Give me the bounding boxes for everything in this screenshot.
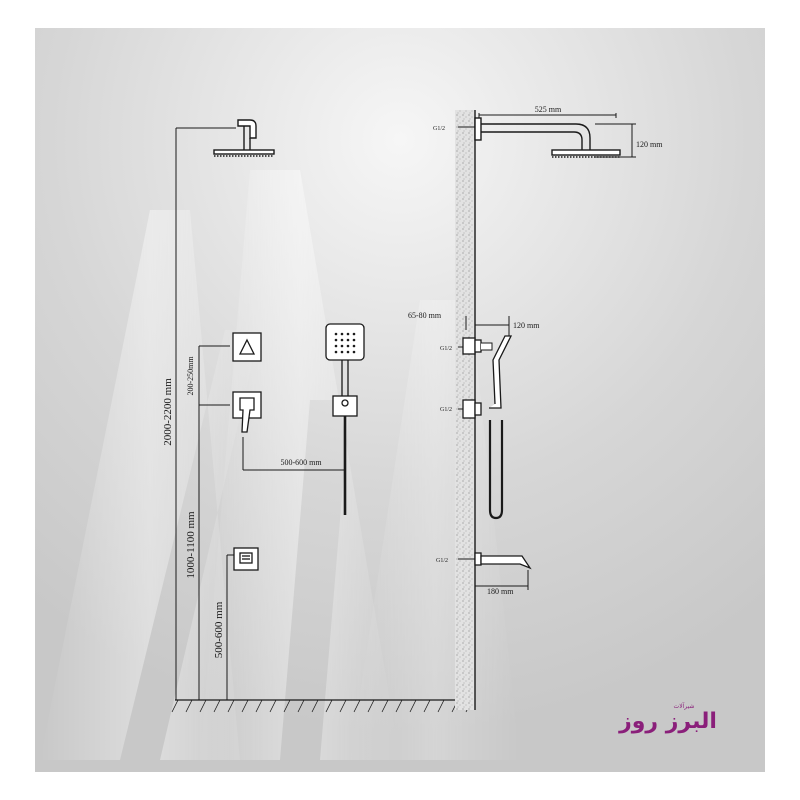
brand-logo: شیرآلات البرز روز xyxy=(618,701,717,734)
dim-arm-drop: 120 mm xyxy=(636,140,663,149)
dim-handshower-offset: 500-600 mm xyxy=(280,458,322,467)
side-dimensions: 525 mm 120 mm 65-80 mm 120 mm 180 mm G1/… xyxy=(408,105,663,596)
side-view xyxy=(455,110,636,710)
dim-arm-length: 525 mm xyxy=(535,105,562,114)
inlet-mixer-label: G1/2 xyxy=(440,407,452,413)
dim-mixer-height: 1000-1100 mm xyxy=(185,511,197,579)
front-view xyxy=(171,119,473,713)
diverter-icon xyxy=(232,332,262,362)
dim-spout-length: 180 mm xyxy=(487,587,514,596)
inlet-spout-label: G1/2 xyxy=(436,558,448,564)
spout-valve-icon xyxy=(233,547,259,571)
inlet-top-label: G1/2 xyxy=(433,126,445,132)
mixer-lever-icon xyxy=(232,391,262,433)
dim-diverter-mixer-spacing: 200-250mm xyxy=(186,356,195,396)
dim-handshower-projection: 120 mm xyxy=(513,321,540,330)
square-handshower-icon xyxy=(325,323,365,515)
rain-showerhead-icon xyxy=(213,119,275,157)
front-dimensions: 2000-2200 mm 1000-1100 mm 500-600 mm 200… xyxy=(162,356,322,659)
shower-arm xyxy=(474,117,621,158)
dim-valve-depth: 65-80 mm xyxy=(408,311,442,320)
brand-tagline: شیرآلات xyxy=(674,701,695,710)
decorative-watermark xyxy=(40,170,520,760)
brand-name: البرز روز xyxy=(618,709,717,734)
dim-overall-height: 2000-2200 mm xyxy=(162,378,174,446)
dim-spout-valve-height: 500-600 mm xyxy=(213,601,225,658)
side-handshower xyxy=(488,335,513,520)
inlet-diverter-label: G1/2 xyxy=(440,346,452,352)
